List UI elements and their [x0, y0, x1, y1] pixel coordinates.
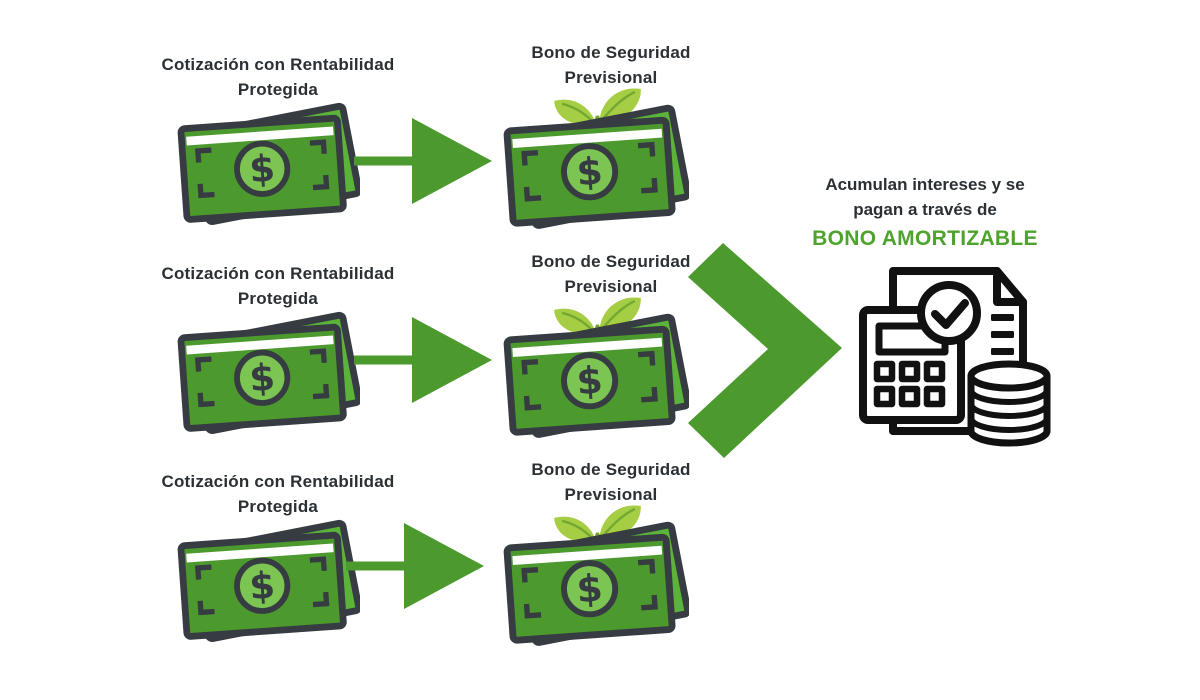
- target-label: Bono de Seguridad Previsional: [531, 460, 691, 504]
- money-bills-sprout-icon: [502, 497, 689, 647]
- source-label: Cotización con Rentabilidad Protegida: [161, 55, 395, 99]
- arrow-right-icon: [346, 520, 486, 612]
- target-label: Bono de Seguridad Previsional: [531, 43, 691, 87]
- arrow-right-icon: [354, 314, 494, 406]
- result-highlight: BONO AMORTIZABLE: [812, 227, 1038, 250]
- target-label: Bono de Seguridad Previsional: [531, 252, 691, 296]
- source-label: Cotización con Rentabilidad Protegida: [161, 472, 395, 516]
- flow-row: Cotización con Rentabilidad Protegida Bo…: [0, 0, 1200, 232]
- flow-row: Cotización con Rentabilidad Protegida Bo…: [0, 209, 1200, 441]
- arrow-right-icon: [354, 115, 494, 207]
- money-bills-icon: [176, 100, 360, 226]
- money-bills-icon: [176, 517, 360, 643]
- chevron-right-icon: [688, 243, 842, 458]
- money-bills-sprout-icon: [502, 80, 689, 230]
- source-label: Cotización con Rentabilidad Protegida: [161, 264, 395, 308]
- flow-row: Cotización con Rentabilidad Protegida Bo…: [0, 417, 1200, 649]
- result-description: Acumulan intereses y se pagan a través d…: [825, 175, 1025, 219]
- calculator-document-check-coins-icon: [855, 266, 1055, 458]
